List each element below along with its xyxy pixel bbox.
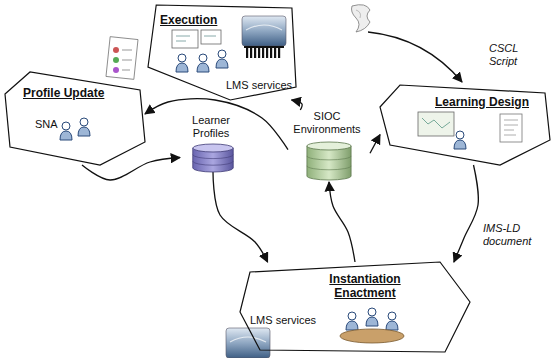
flow-arrow: [213, 172, 268, 262]
node-title: SIOC Environments: [288, 110, 366, 136]
node-text: LMS services: [226, 79, 292, 92]
edge-label: IMS-LD document: [482, 222, 548, 248]
arrow-label: CSCL Script: [488, 42, 544, 68]
node-text: SNA: [35, 118, 58, 131]
node-title: Instantiation Enactment: [315, 272, 415, 300]
meeting-sketch: [172, 30, 228, 72]
scroll-icon: [352, 5, 371, 32]
flow-arrow: [292, 100, 303, 110]
database-cylinder: Learner Profiles: [180, 114, 246, 172]
flow-arrow: [370, 135, 380, 154]
script-arrow: [368, 32, 462, 82]
learning-design-box: Learning Design: [380, 85, 550, 165]
instantiation-box: Instantiation EnactmentLMS services: [240, 262, 470, 352]
profile-sheet-icon: [106, 37, 138, 80]
flow-arrow: [454, 165, 478, 262]
node-title: Profile Update: [23, 86, 104, 100]
box-outline: [5, 72, 145, 165]
flow-arrow: [145, 99, 288, 150]
server-icon: [242, 16, 286, 58]
flow-arrow: [329, 182, 355, 262]
server-icon: [226, 328, 270, 358]
table-meeting-sketch: [340, 308, 404, 343]
node-title: Learner Profiles: [180, 114, 242, 140]
node-text: LMS services: [250, 314, 316, 327]
node-title: Learning Design: [435, 95, 529, 109]
profile-update-box: Profile UpdateSNA: [5, 72, 145, 165]
execution-box: ExecutionLMS services: [148, 5, 296, 100]
node-title: Execution: [160, 13, 217, 27]
designer-sketch: [418, 112, 522, 149]
database-cylinder: SIOC Environments: [288, 110, 370, 182]
flow-arrow: [82, 158, 180, 181]
people-sketch: [60, 118, 90, 140]
